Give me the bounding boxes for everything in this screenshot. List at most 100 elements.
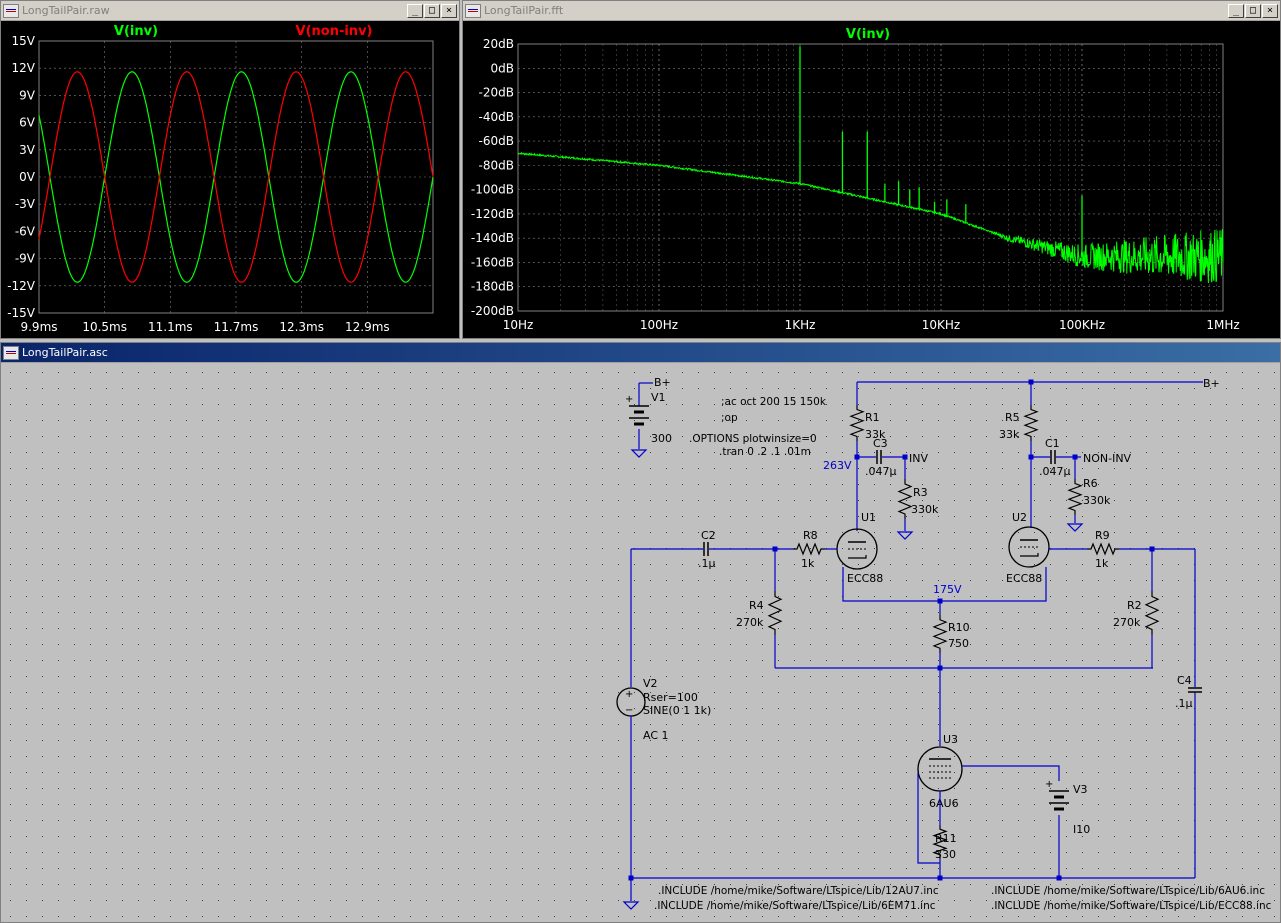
y-tick-label: 0V <box>19 170 36 184</box>
r11-value: 330 <box>935 848 956 861</box>
fft-plot[interactable]: 20dB0dB-20dB-40dB-60dB-80dB-100dB-120dB-… <box>463 21 1280 338</box>
r9-value: 1k <box>1095 557 1109 570</box>
close-button[interactable]: × <box>1262 3 1278 18</box>
maximize-button[interactable]: □ <box>1245 3 1261 18</box>
x-tick-label: 12.9ms <box>345 320 390 334</box>
u2-ref: U2 <box>1012 511 1027 524</box>
dot-grid <box>3 365 1280 920</box>
node-voltage-cathode: 175V <box>933 583 962 596</box>
ground-symbol <box>622 901 640 910</box>
v2-value-sine: SINE(0 1 1k) <box>643 704 711 717</box>
ground-symbol <box>1066 523 1084 532</box>
r6-ref: R6 <box>1083 477 1098 490</box>
net-label-bplus: B+ <box>654 376 671 389</box>
minimize-button[interactable]: _ <box>407 3 423 18</box>
y-tick-label: 3V <box>19 143 36 157</box>
y-tick-label: -60dB <box>479 134 514 148</box>
v3-ref: V3 <box>1073 783 1088 796</box>
x-tick-label: 10Hz <box>503 318 534 332</box>
y-tick-label: -15V <box>7 306 36 320</box>
fft-spectrum-line <box>518 151 1224 284</box>
y-tick-label: -20dB <box>479 86 514 100</box>
r3-ref: R3 <box>913 486 928 499</box>
y-tick-label: -12V <box>7 279 36 293</box>
v2-ac: AC 1 <box>643 729 669 742</box>
schematic-app-icon <box>3 345 19 360</box>
wire-junction <box>937 875 943 881</box>
x-tick-label: 11.1ms <box>148 320 193 334</box>
legend-label: V(non-inv) <box>296 24 373 39</box>
raw-window-titlebar[interactable]: LongTailPair.raw _ □ × <box>1 1 459 21</box>
net-label-bplus: B+ <box>1203 377 1220 390</box>
x-tick-label: 9.9ms <box>20 320 57 334</box>
wire <box>962 765 1060 781</box>
waveform-app-icon <box>465 3 481 18</box>
include-ecc88: .INCLUDE /home/mike/Software/LTspice/Lib… <box>991 900 1272 912</box>
c4-value: .1µ <box>1175 697 1193 710</box>
r6-value: 330k <box>1083 494 1111 507</box>
maximize-button[interactable]: □ <box>424 3 440 18</box>
y-tick-label: -9V <box>15 252 36 266</box>
tube-u2 <box>1008 526 1050 568</box>
r1-value: 33k <box>865 428 886 441</box>
c3-value: .047µ <box>865 465 897 478</box>
directive-options: .OPTIONS plotwinsize=0 <box>689 433 817 445</box>
net-label-noninv: NON-INV <box>1083 452 1132 465</box>
ground-symbol <box>630 449 648 458</box>
x-tick-label: 10.5ms <box>82 320 127 334</box>
close-button[interactable]: × <box>441 3 457 18</box>
node-voltage-plate: 263V <box>823 459 852 472</box>
include-6em71: .INCLUDE /home/mike/Software/LTspice/Lib… <box>654 900 936 912</box>
v2-plus: + <box>625 689 633 700</box>
r3-value: 330k <box>911 503 939 516</box>
include-12au7: .INCLUDE /home/mike/Software/LTspice/Lib… <box>658 885 939 897</box>
resistor-r4 <box>767 591 783 635</box>
v2-value-rser: Rser=100 <box>643 691 698 704</box>
c1-value: .047µ <box>1039 465 1071 478</box>
v1-battery-plus: + <box>625 394 633 405</box>
resistor-r8 <box>793 542 825 556</box>
u2-value: ECC88 <box>1006 572 1042 585</box>
wire <box>842 567 1047 602</box>
legend-label: V(inv) <box>114 24 158 39</box>
y-tick-label: -3V <box>15 197 36 211</box>
directive-tran: .tran 0 .2 .1 .01m <box>719 446 811 458</box>
v3-battery-plus: + <box>1045 779 1053 790</box>
resistor-r6 <box>1067 479 1083 515</box>
x-tick-label: 11.7ms <box>214 320 259 334</box>
r10-ref: R10 <box>948 621 970 634</box>
resistor-r10 <box>932 615 948 653</box>
c2-ref: C2 <box>701 529 716 542</box>
series-line-1 <box>38 71 434 283</box>
x-tick-label: 12.3ms <box>279 320 324 334</box>
schematic-window-titlebar[interactable]: LongTailPair.asc <box>1 343 1280 363</box>
wire-junction <box>1056 875 1062 881</box>
r2-value: 270k <box>1113 616 1141 629</box>
y-tick-label: -120dB <box>471 207 514 221</box>
v1-ref: V1 <box>651 391 666 404</box>
directive-ac: ;ac oct 200 15 150k <box>721 396 827 408</box>
wire <box>917 773 940 864</box>
v2-ref: V2 <box>643 677 658 690</box>
minimize-button[interactable]: _ <box>1228 3 1244 18</box>
y-tick-label: -200dB <box>471 304 514 318</box>
u1-value: ECC88 <box>847 572 883 585</box>
y-tick-label: 0dB <box>491 61 514 75</box>
y-tick-label: -100dB <box>471 183 514 197</box>
r5-ref: R5 <box>1005 411 1020 424</box>
v3-value: I10 <box>1073 823 1090 836</box>
x-tick-label: 10KHz <box>922 318 960 332</box>
plot-frame <box>517 43 1224 312</box>
resistor-r5 <box>1023 405 1039 441</box>
fft-window-titlebar[interactable]: LongTailPair.fft _ □ × <box>463 1 1280 21</box>
fft-window-title: LongTailPair.fft <box>484 4 564 17</box>
r9-ref: R9 <box>1095 529 1110 542</box>
y-tick-label: -180dB <box>471 280 514 294</box>
y-tick-label: 12V <box>12 61 36 75</box>
c3-ref: C3 <box>873 437 888 450</box>
